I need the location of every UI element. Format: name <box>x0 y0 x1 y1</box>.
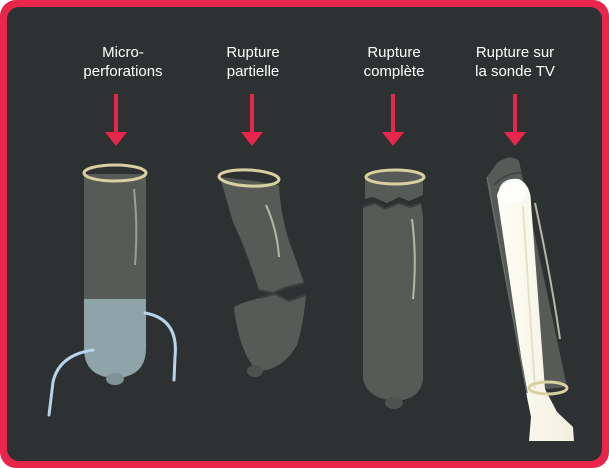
condom-rupture-partielle <box>219 168 306 377</box>
condom-micro-perforations <box>49 165 175 415</box>
arrow-4 <box>504 94 526 146</box>
condom-rupture-complete <box>363 170 424 409</box>
arrow-2 <box>241 94 263 146</box>
illustration-panel: Micro- perforations Rupture partielle Ru… <box>7 7 602 461</box>
arrow-3 <box>382 94 404 146</box>
illustration-svg <box>7 7 602 461</box>
condom-rupture-sonde-tv <box>487 157 574 441</box>
arrow-1 <box>105 94 127 146</box>
